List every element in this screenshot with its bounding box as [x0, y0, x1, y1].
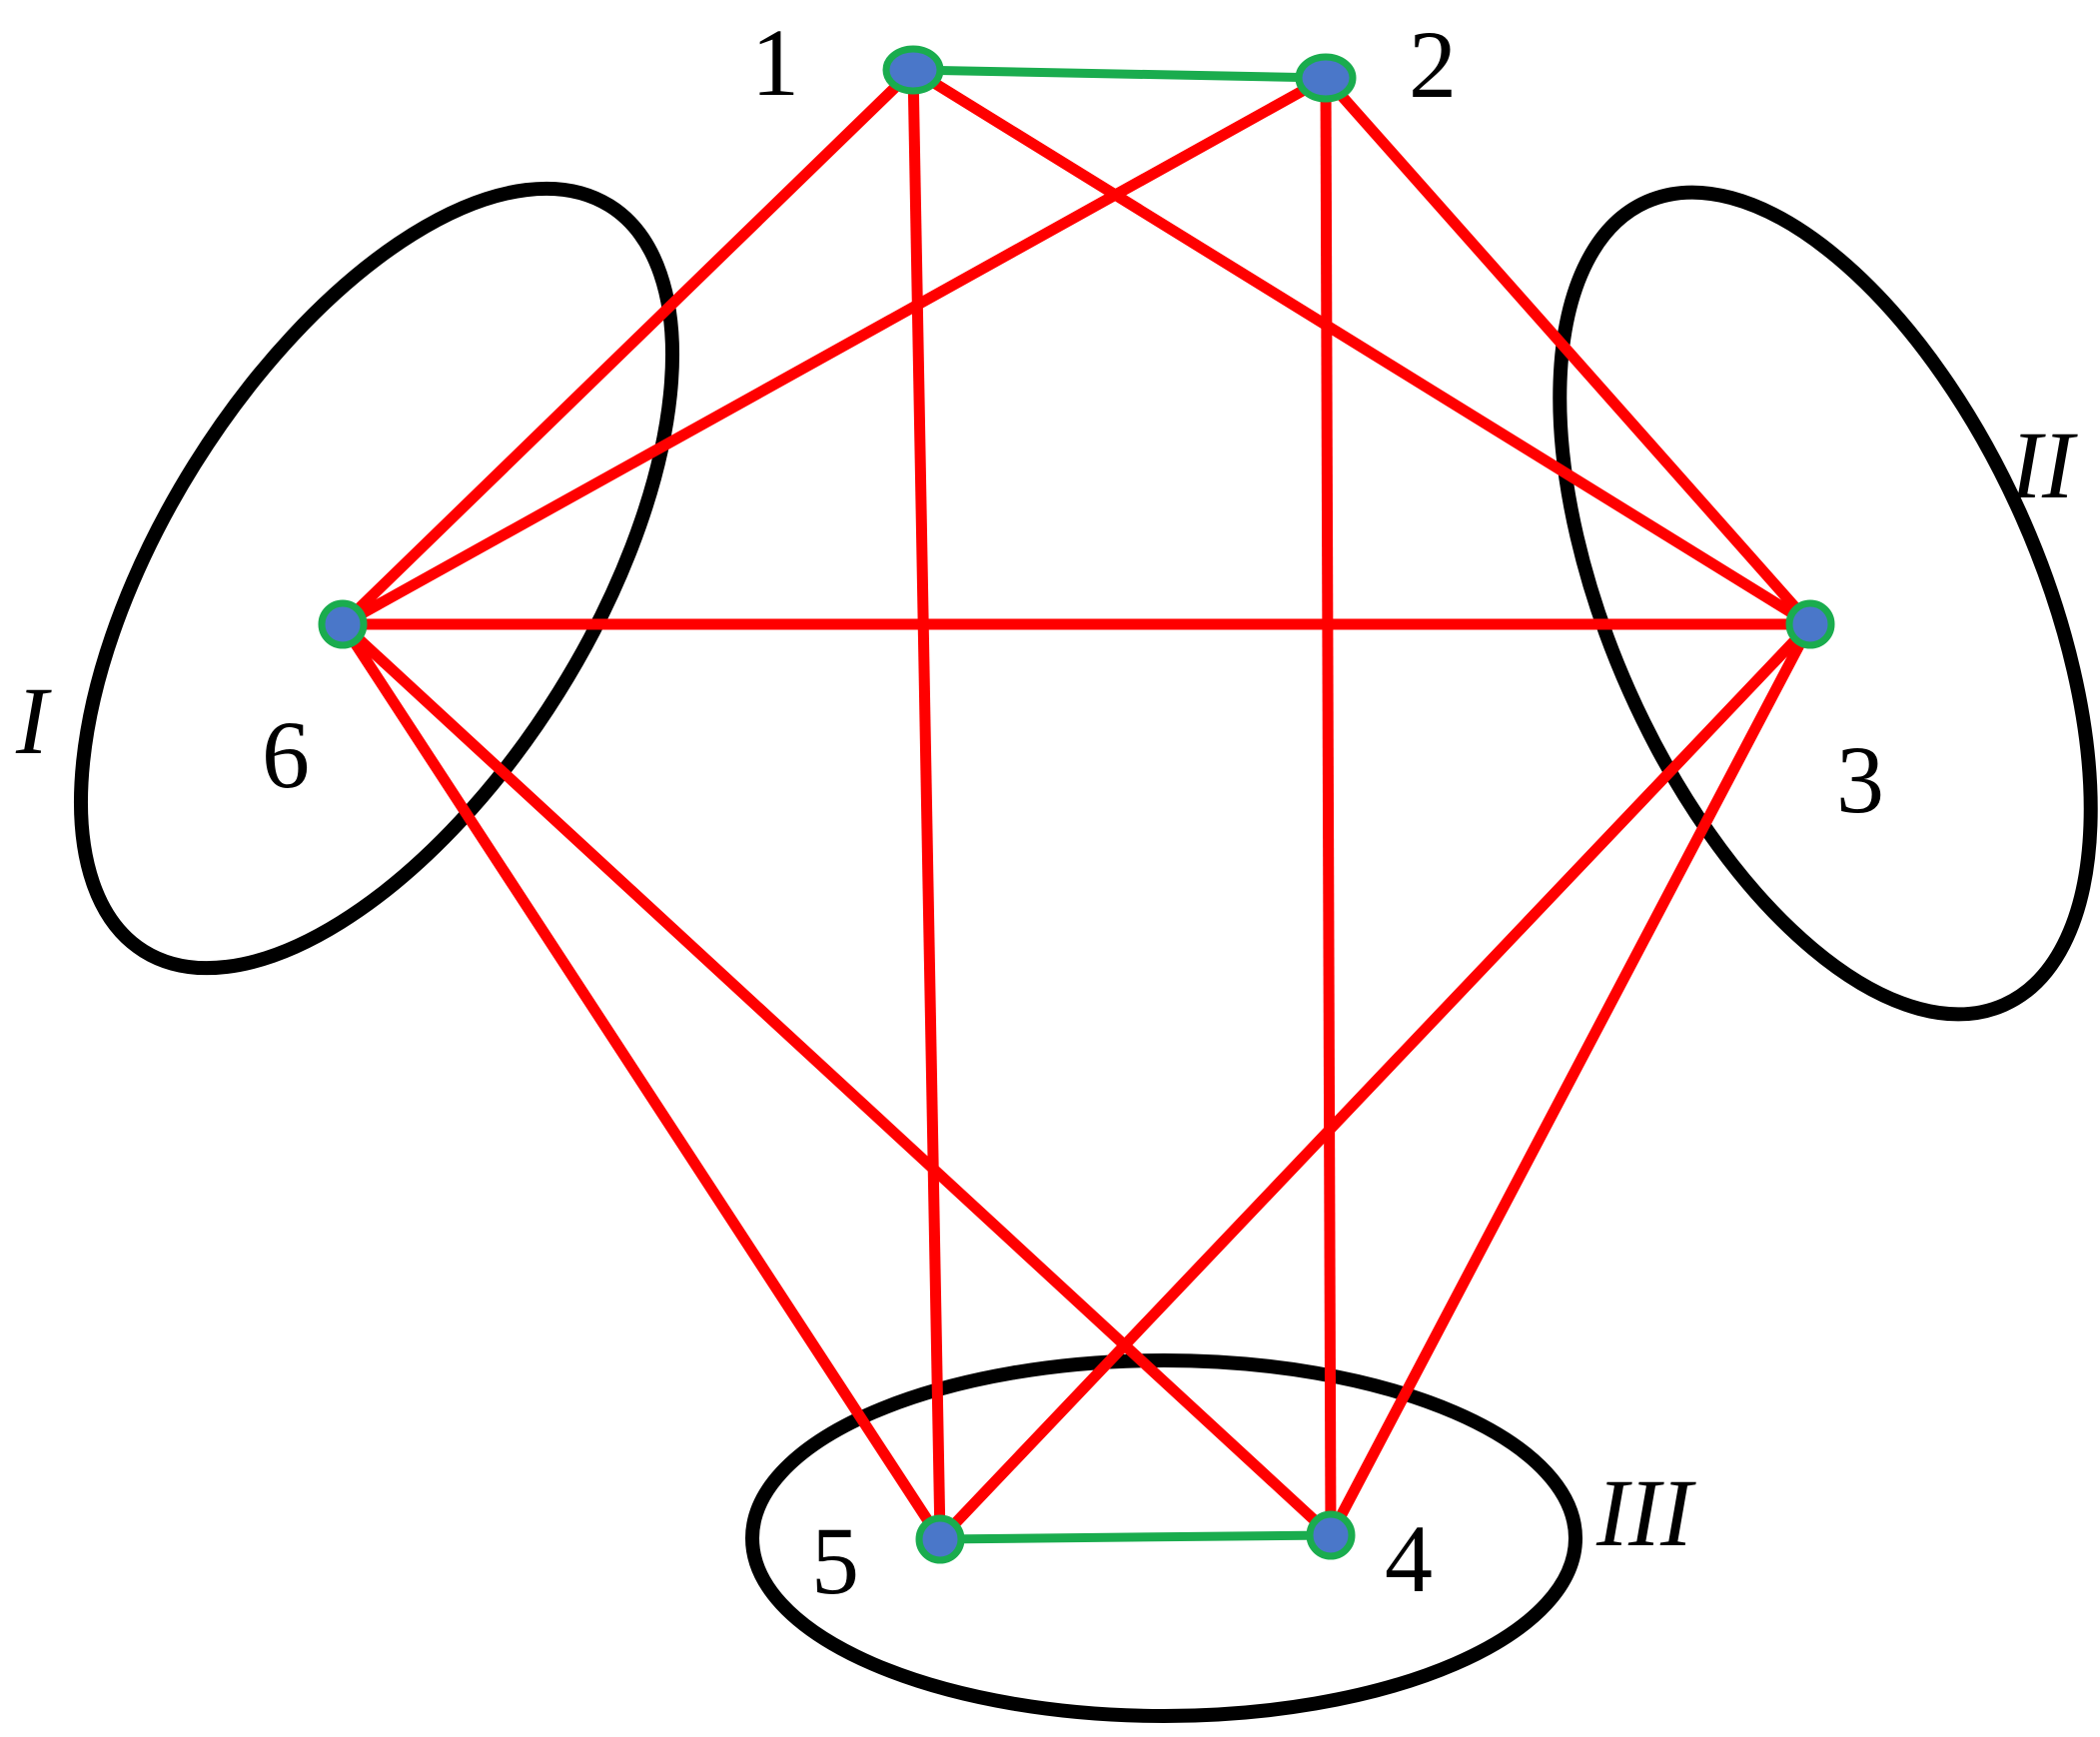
- node-3: [1785, 599, 1835, 649]
- node-6: [318, 599, 368, 649]
- node-2: [1295, 53, 1357, 103]
- group-label-III: III: [1595, 1459, 1696, 1566]
- edge-1-3: [910, 65, 1813, 629]
- nodes: [318, 45, 1835, 1564]
- edge-1-6: [339, 66, 917, 628]
- group-outline-II: [1553, 185, 2098, 1022]
- edge-2-4: [1320, 77, 1337, 1536]
- edge-2-3: [1321, 74, 1815, 628]
- group-outline-I: [74, 181, 679, 976]
- node-5: [915, 1514, 965, 1564]
- group-labels: I II III: [15, 412, 2078, 1566]
- node-label-1: 1: [751, 9, 799, 116]
- node-label-2: 2: [1409, 11, 1457, 118]
- group-outlines: [74, 181, 2098, 1723]
- edge-1-5: [907, 69, 946, 1540]
- node-4: [1306, 1510, 1356, 1560]
- group-label-II: II: [2009, 412, 2078, 518]
- edge-6-4: [339, 619, 1335, 1540]
- edges: [338, 65, 1815, 1544]
- group-label-I: I: [15, 667, 52, 774]
- node-labels: 1 2 3 4 5 6: [262, 9, 1884, 1614]
- edge-5-4: [939, 1530, 1332, 1544]
- group-outline-III: [745, 1353, 1582, 1723]
- edge-2-6: [340, 73, 1329, 629]
- edge-6-5: [338, 620, 945, 1543]
- node-1: [882, 45, 944, 95]
- edge-3-5: [936, 620, 1814, 1543]
- node-label-4: 4: [1385, 1505, 1433, 1612]
- node-label-3: 3: [1836, 726, 1884, 833]
- node-label-5: 5: [811, 1507, 859, 1614]
- edge-1-2: [912, 65, 1327, 83]
- edge-3-4: [1326, 621, 1815, 1538]
- node-label-6: 6: [262, 701, 310, 808]
